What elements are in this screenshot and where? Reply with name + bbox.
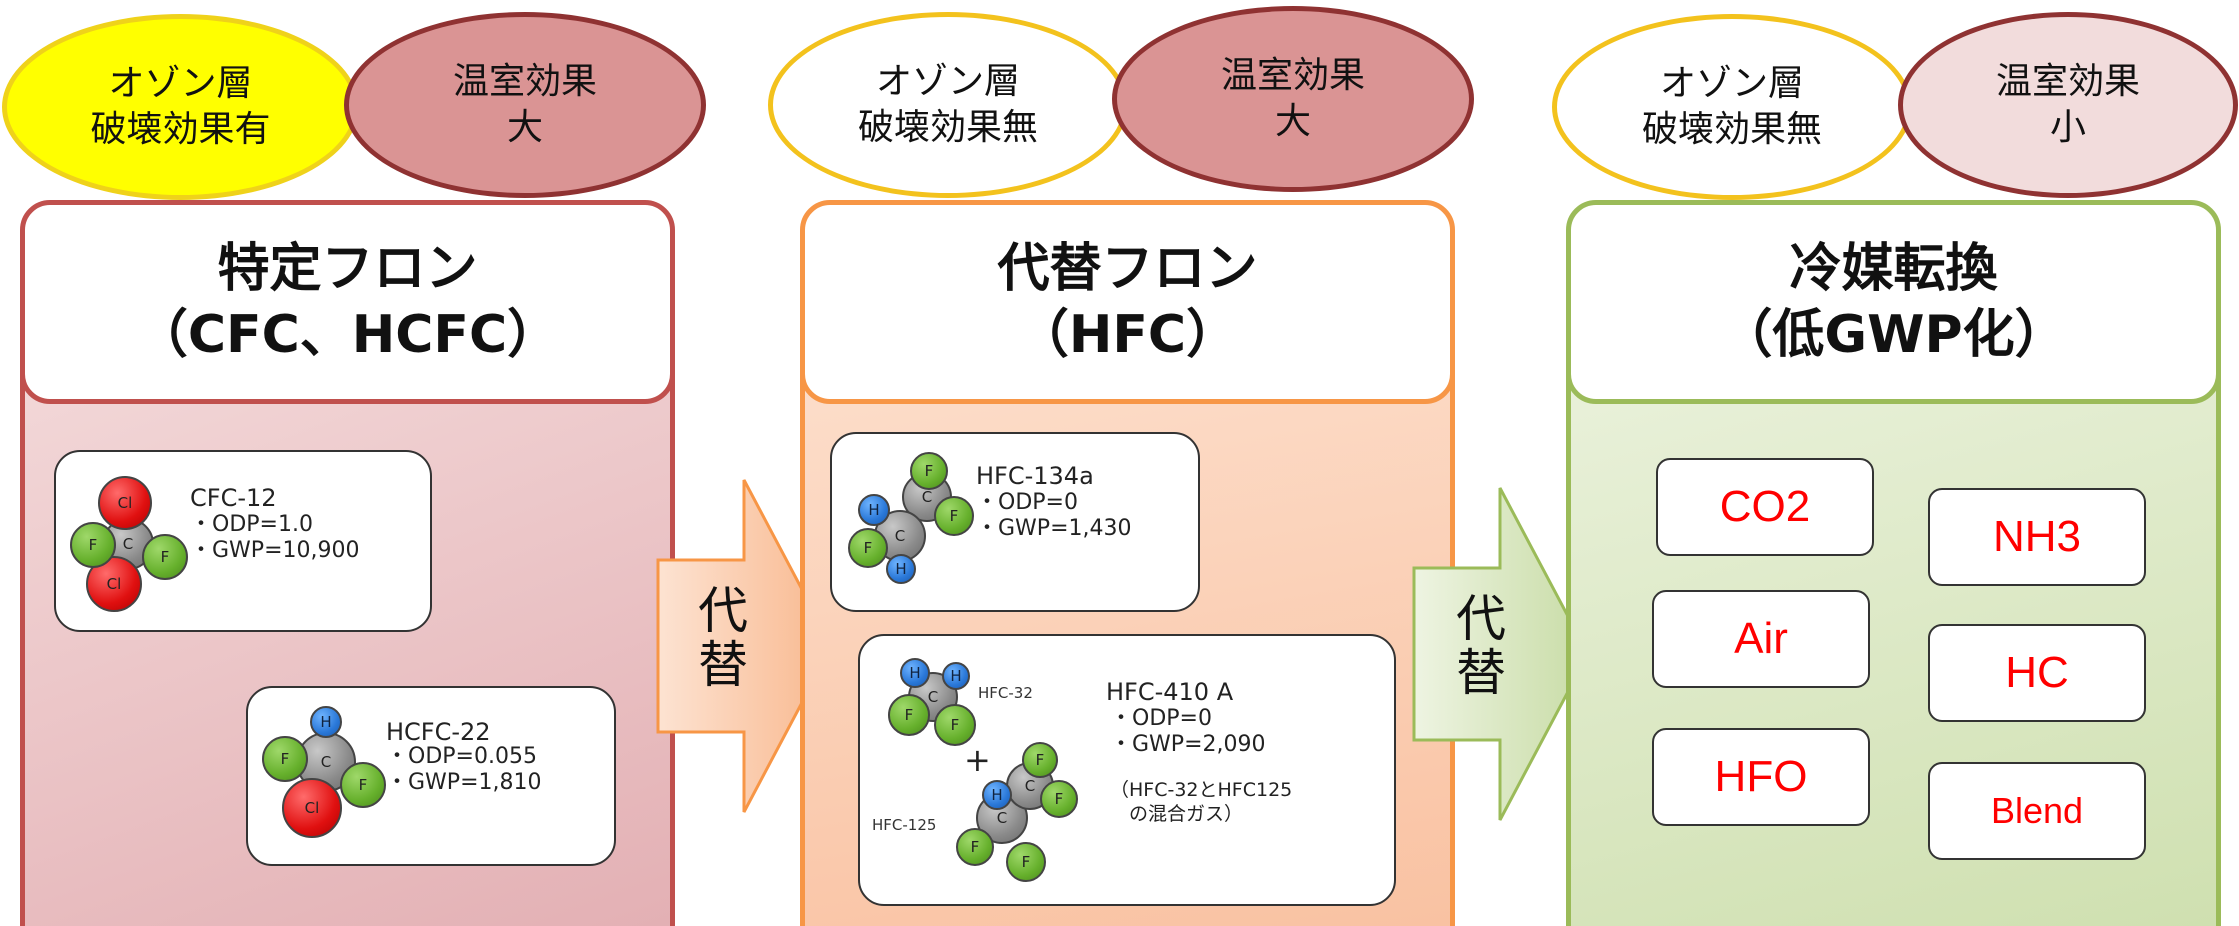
cfc12-gwp: ・GWP=10,900 xyxy=(190,538,360,563)
hfc410a-odp: ・ODP=0 xyxy=(1110,706,1212,731)
refrigerant-hc: HC xyxy=(1928,624,2146,722)
hfc410a-card: C H H F F HFC-32 + HFC-125 C C F F F F H… xyxy=(858,634,1396,906)
greenhouse-effect-badge-lowgwp: 温室効果 小 xyxy=(1898,12,2238,198)
refrigerant-blend: Blend xyxy=(1928,762,2146,860)
cfc-title-box: 特定フロン （CFC、HCFC） xyxy=(20,200,675,404)
fluorine-atom-icon: F xyxy=(910,452,948,490)
hfc134a-gwp: ・GWP=1,430 xyxy=(976,516,1132,541)
mix-plus-sign: + xyxy=(964,741,991,779)
fluorine-atom-icon: F xyxy=(262,736,308,782)
hfc410a-gwp: ・GWP=2,090 xyxy=(1110,732,1266,757)
ozone-depletion-badge-hfc: オゾン層 破壊効果無 xyxy=(768,12,1128,198)
fluorine-atom-icon: F xyxy=(888,694,930,736)
refrigerant-nh3: NH3 xyxy=(1928,488,2146,586)
cfc12-odp: ・ODP=1.0 xyxy=(190,512,313,537)
hfc134a-odp: ・ODP=0 xyxy=(976,490,1078,515)
hfc134a-card: C C F F F H H HFC-134a ・ODP=0 ・GWP=1,430 xyxy=(830,432,1200,612)
fluorine-atom-icon: F xyxy=(1006,842,1046,882)
fluorine-atom-icon: F xyxy=(142,534,188,580)
hydrogen-atom-icon: H xyxy=(982,780,1012,810)
hcfc22-gwp: ・GWP=1,810 xyxy=(386,770,542,795)
hfc-title-box: 代替フロン （HFC） xyxy=(800,200,1455,404)
hydrogen-atom-icon: H xyxy=(310,706,342,738)
hydrogen-atom-icon: H xyxy=(900,658,930,688)
lowgwp-title-box: 冷媒転換 （低GWP化） xyxy=(1566,200,2221,404)
cfc12-card: C Cl Cl F F CFC-12 ・ODP=1.0 ・GWP=10,900 xyxy=(54,450,432,632)
lowgwp-title: 冷媒転換 xyxy=(1789,239,1998,299)
fluorine-atom-icon: F xyxy=(934,496,974,536)
hfc410a-mixture-note: （HFC-32とHFC125 の混合ガス） xyxy=(1110,779,1293,825)
hydrogen-atom-icon: H xyxy=(858,494,890,526)
chlorine-atom-icon: Cl xyxy=(98,476,152,530)
ozone-depletion-badge-lowgwp: オゾン層 破壊効果無 xyxy=(1552,14,1912,200)
refrigerant-hfo: HFO xyxy=(1652,728,1870,826)
hcfc22-name: HCFC-22 xyxy=(386,718,491,746)
hfc-subtitle: （HFC） xyxy=(1016,305,1239,365)
fluorine-atom-icon: F xyxy=(848,528,888,568)
cfc-title: 特定フロン xyxy=(217,239,478,299)
hydrogen-atom-icon: H xyxy=(886,554,916,584)
cfc-subtitle: （CFC、HCFC） xyxy=(135,305,560,365)
greenhouse-effect-badge-hfc: 温室効果 大 xyxy=(1112,6,1474,192)
fluorine-atom-icon: F xyxy=(1022,742,1058,778)
hfc134a-name: HFC-134a xyxy=(976,462,1094,490)
replacement-arrow-1-label: 代替 xyxy=(690,584,748,692)
refrigerant-co2: CO2 xyxy=(1656,458,1874,556)
hfc32-label: HFC-32 xyxy=(978,684,1033,702)
replacement-arrow-2 xyxy=(1412,487,1590,821)
fluorine-atom-icon: F xyxy=(70,522,116,568)
greenhouse-effect-badge-cfc: 温室効果 大 xyxy=(344,12,706,198)
chlorine-atom-icon: Cl xyxy=(282,778,342,838)
fluorine-atom-icon: F xyxy=(1040,780,1078,818)
ozone-depletion-badge-cfc: オゾン層 破壊効果有 xyxy=(2,14,359,200)
hfc410a-name: HFC-410 A xyxy=(1106,678,1234,706)
replacement-arrow-2-label: 代替 xyxy=(1448,592,1506,700)
fluorine-atom-icon: F xyxy=(956,828,994,866)
replacement-arrow-1 xyxy=(656,479,834,813)
refrigerant-air: Air xyxy=(1652,590,1870,688)
fluorine-atom-icon: F xyxy=(340,762,386,808)
hydrogen-atom-icon: H xyxy=(942,662,970,690)
fluorine-atom-icon: F xyxy=(934,704,976,746)
hfc125-label: HFC-125 xyxy=(872,816,937,834)
cfc12-name: CFC-12 xyxy=(190,484,277,512)
hcfc22-odp: ・ODP=0.055 xyxy=(386,744,537,769)
hcfc22-card: C H F F Cl HCFC-22 ・ODP=0.055 ・GWP=1,810 xyxy=(246,686,616,866)
hfc-title: 代替フロン xyxy=(997,239,1258,299)
lowgwp-subtitle: （低GWP化） xyxy=(1720,305,2067,365)
